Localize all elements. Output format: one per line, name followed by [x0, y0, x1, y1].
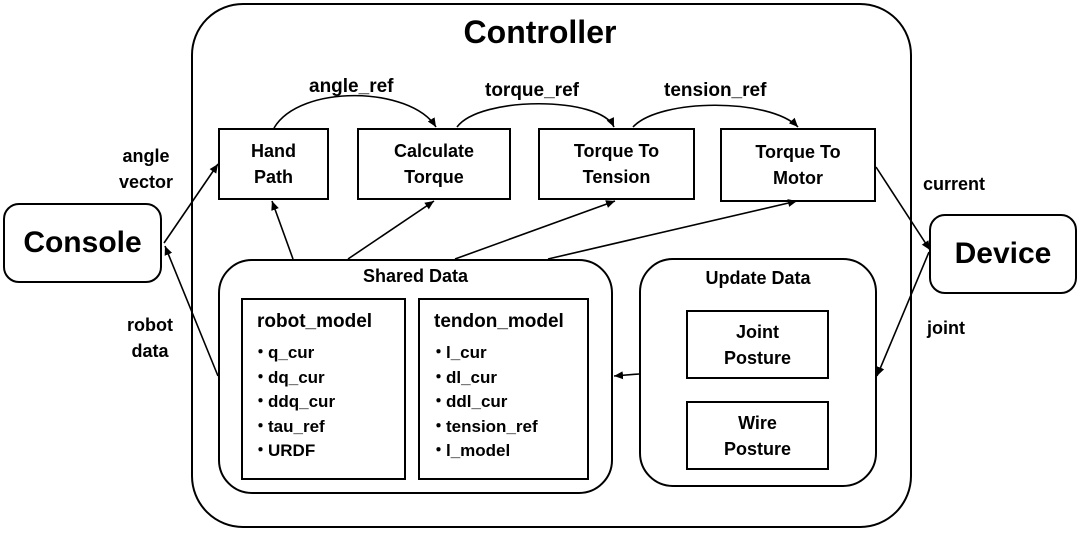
robot-model-box	[241, 298, 406, 480]
torque-to-tension-line1: Torque To	[573, 141, 660, 161]
torque-to-motor-block: Torque To Motor	[720, 128, 876, 202]
tendon-model-item: ・l_cur	[430, 341, 538, 366]
robot-model-bullet: ・	[252, 343, 269, 362]
angle-vector-line1: angle	[122, 146, 170, 166]
torque-to-tension-line2: Tension	[582, 167, 651, 187]
robot-model-item: ・URDF	[252, 439, 335, 464]
robot-model-item-label: ddq_cur	[268, 392, 336, 411]
wire-posture-line1: Wire	[738, 412, 777, 433]
joint-posture-line1: Joint	[736, 321, 779, 342]
tendon-model-item-label: dl_cur	[446, 367, 498, 387]
wire-posture-line2: Posture	[723, 438, 792, 459]
robot-model-bullet: ・	[252, 441, 269, 460]
robot-model-item: ・q_cur	[252, 341, 335, 366]
robot-model-items: ・q_cur・dq_cur・ddq_cur・tau_ref・URDF	[252, 341, 335, 464]
hand-path-line1: Hand	[251, 141, 296, 161]
robot-model-item: ・tau_ref	[252, 415, 335, 440]
robot-model-item-label: URDF	[268, 441, 316, 460]
tendon-model-item: ・l_model	[430, 439, 538, 464]
tendon-model-item-label: tension_ref	[446, 416, 538, 436]
arc-angle-ref	[273, 94, 437, 129]
torque-to-motor-line2: Motor	[773, 168, 823, 188]
arrow-shared-to-console	[164, 245, 219, 377]
tendon-model-item: ・tension_ref	[430, 415, 538, 440]
console-label: Console	[23, 226, 142, 259]
torque-to-tension-block: Torque To Tension	[538, 128, 695, 200]
tendon-model-bullet: ・	[430, 416, 447, 436]
robot-model-item-label: tau_ref	[268, 416, 325, 436]
device-box: Device	[929, 214, 1077, 294]
console-box: Console	[3, 203, 162, 283]
arrow-shared-to-calculate-torque	[347, 200, 435, 260]
arc-torque-ref	[456, 102, 615, 128]
robot-model-item: ・dq_cur	[252, 366, 335, 391]
tendon-model-item-label: l_cur	[446, 343, 487, 362]
robot-model-bullet: ・	[252, 367, 269, 387]
robot-data-line1: robot	[127, 315, 173, 335]
calculate-torque-line1: Calculate	[393, 141, 475, 161]
arrow-shared-to-torque-to-tension	[454, 200, 616, 260]
robot-model-bullet: ・	[252, 392, 269, 411]
tendon-model-item-label: ddl_cur	[446, 392, 508, 411]
tendon-model-bullet: ・	[430, 392, 447, 411]
angle-vector-label: angle vector	[108, 143, 184, 195]
arrow-console-to-hand-path	[163, 163, 219, 244]
tendon-model-item-label: l_model	[446, 441, 511, 460]
torque-to-motor-line1: Torque To	[755, 142, 841, 162]
update-data-container	[639, 258, 877, 487]
arc-label-angle-ref: angle_ref	[309, 76, 394, 97]
arrow-motor-to-device	[875, 166, 931, 251]
current-label: current	[923, 174, 986, 194]
robot-model-title: robot_model	[257, 311, 373, 332]
robot-model-item: ・ddq_cur	[252, 390, 335, 415]
robot-model-bullet: ・	[252, 416, 269, 436]
arc-label-torque-ref: torque_ref	[485, 80, 579, 101]
tendon-model-bullet: ・	[430, 441, 447, 460]
controller-title: Controller	[463, 14, 617, 50]
calculate-torque-line2: Torque	[404, 167, 464, 187]
arrow-shared-to-hand-path	[271, 200, 294, 260]
tendon-model-items: ・l_cur・dl_cur・ddl_cur・tension_ref・l_mode…	[430, 341, 538, 464]
robot-data-label: robot data	[112, 312, 188, 364]
angle-vector-line2: vector	[118, 172, 174, 192]
hand-path-line2: Path	[253, 167, 293, 187]
arrow-device-to-update	[876, 251, 930, 377]
joint-posture-line2: Posture	[723, 347, 792, 368]
arc-label-tension-ref: tension_ref	[664, 80, 767, 101]
shared-data-title: Shared Data	[362, 266, 469, 286]
tendon-model-title: tendon_model	[434, 311, 564, 332]
joint-label: joint	[927, 318, 965, 338]
robot-model-item-label: q_cur	[268, 343, 315, 362]
robot-model-item-label: dq_cur	[268, 367, 325, 387]
arrow-shared-to-torque-to-motor	[547, 199, 798, 260]
update-data-title: Update Data	[705, 268, 811, 288]
tendon-model-bullet: ・	[430, 343, 447, 362]
tendon-model-bullet: ・	[430, 367, 447, 387]
tendon-model-box	[418, 298, 589, 480]
robot-data-line2: data	[131, 341, 169, 361]
arc-tension-ref	[632, 104, 799, 128]
arrow-update-to-shared	[613, 371, 640, 380]
device-label: Device	[954, 237, 1052, 270]
tendon-model-item: ・ddl_cur	[430, 390, 538, 415]
tendon-model-item: ・dl_cur	[430, 366, 538, 391]
